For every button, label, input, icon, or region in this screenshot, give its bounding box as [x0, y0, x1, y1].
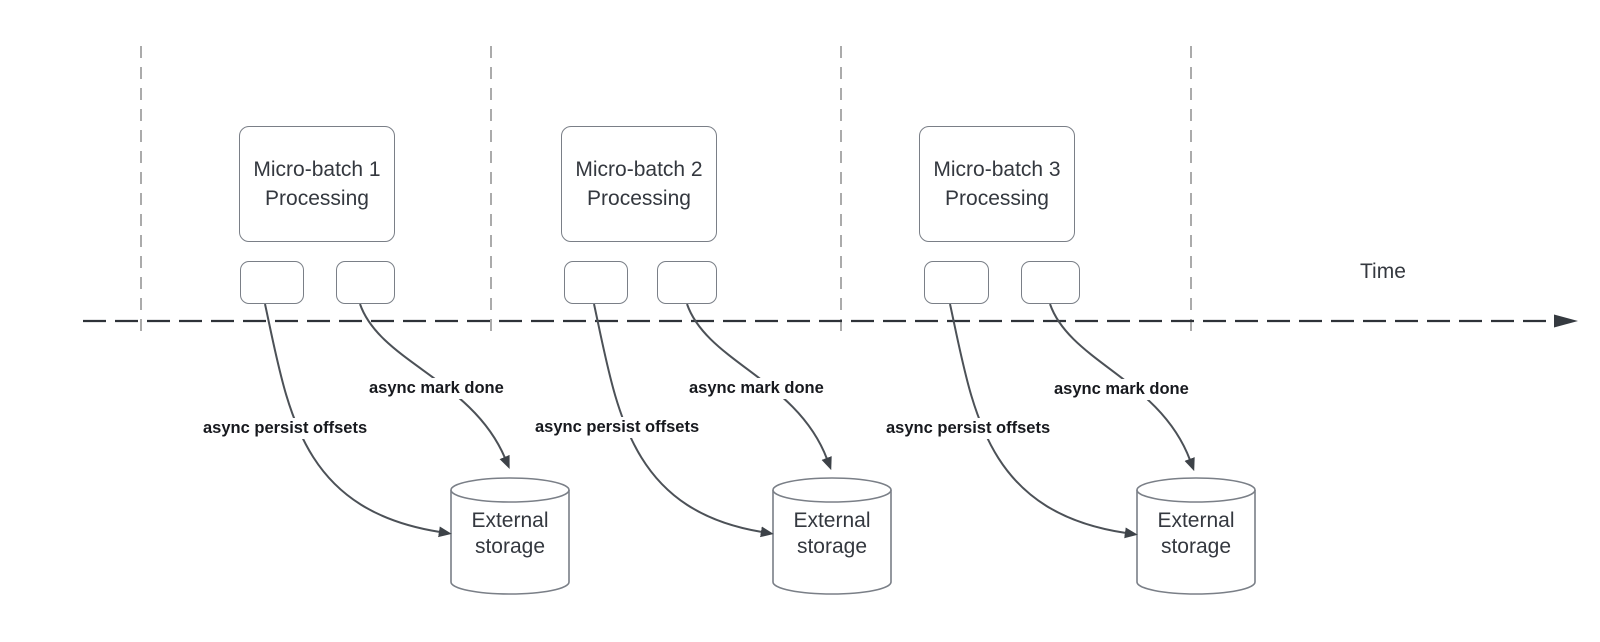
- storage-label-3: External storage: [1157, 509, 1235, 558]
- storage-cylinder-2-body: [772, 490, 892, 595]
- microbatch-3-process-box: Micro-batch 3 Processing: [919, 126, 1075, 242]
- time-axis-label: Time: [1360, 260, 1406, 283]
- mark-done-task-box-1: [336, 261, 395, 304]
- mark-done-arrow-2: [686, 303, 832, 471]
- mark-done-arrow-1: [359, 303, 510, 469]
- persist-offsets-task-box-1: [240, 261, 304, 304]
- persist-offsets-task-box-2: [564, 261, 628, 304]
- storage-label-1: External storage: [471, 509, 549, 558]
- mark-done-task-box-3: [1021, 261, 1080, 304]
- mark-done-label-1: async mark done: [366, 378, 507, 399]
- storage-cylinder-3-body: [1136, 490, 1256, 595]
- persist-offsets-arrow-1: [264, 303, 452, 538]
- persist-offsets-arrow-2: [593, 303, 774, 538]
- microbatch-2-process-box: Micro-batch 2 Processing: [561, 126, 717, 242]
- persist-offsets-task-box-3: [924, 261, 989, 304]
- persist-offsets-arrow-3: [949, 303, 1138, 539]
- storage-cylinder-2-rim: [772, 477, 892, 503]
- persist-offsets-label-1: async persist offsets: [200, 418, 371, 439]
- storage-cylinder-1-body: [450, 490, 570, 595]
- storage-cylinder-3-rim: [1136, 477, 1256, 503]
- storage-cylinder-1-rim: [450, 477, 570, 503]
- mark-done-task-box-2: [657, 261, 717, 304]
- mark-done-label-2: async mark done: [686, 378, 827, 399]
- mark-done-arrow-3: [1049, 303, 1195, 472]
- persist-offsets-label-3: async persist offsets: [883, 418, 1054, 439]
- persist-offsets-label-2: async persist offsets: [532, 417, 703, 438]
- mark-done-label-3: async mark done: [1051, 379, 1192, 400]
- microbatch-1-process-box: Micro-batch 1 Processing: [239, 126, 395, 242]
- storage-label-2: External storage: [793, 509, 871, 558]
